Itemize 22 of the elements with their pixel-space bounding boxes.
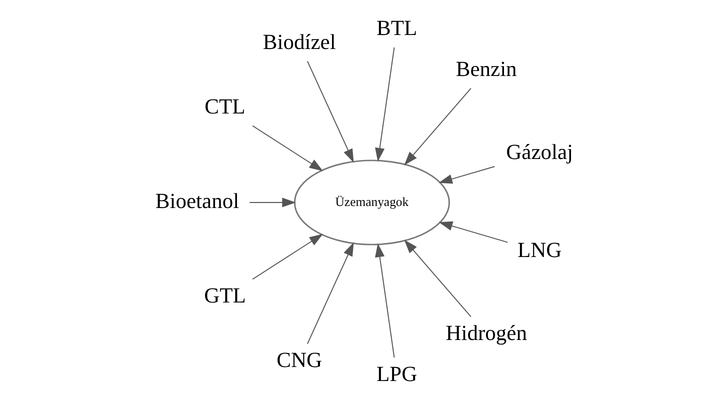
node-text: Biodízel	[262, 30, 336, 54]
node-text: BTL	[376, 16, 417, 40]
arrow	[248, 198, 296, 208]
arrow	[306, 60, 354, 163]
node-text: GTL	[204, 283, 246, 308]
node-text: LNG	[516, 238, 562, 262]
node-text: LPG	[376, 362, 417, 386]
arrow	[438, 221, 508, 243]
arrow	[438, 166, 495, 184]
node-text: CNG	[276, 348, 322, 372]
arrow	[404, 240, 471, 318]
node-text: Bioetanol	[154, 188, 239, 213]
node-text: Hidrogén	[445, 321, 526, 346]
arrow	[374, 243, 394, 358]
node-text: CTL	[204, 94, 245, 119]
node-text: Benzin	[455, 56, 516, 81]
node-text: Gázolaj	[506, 140, 573, 164]
arrow	[374, 46, 394, 162]
arrow	[404, 88, 471, 166]
arrow	[306, 242, 354, 344]
arrow	[252, 234, 323, 280]
arrow	[252, 125, 323, 172]
